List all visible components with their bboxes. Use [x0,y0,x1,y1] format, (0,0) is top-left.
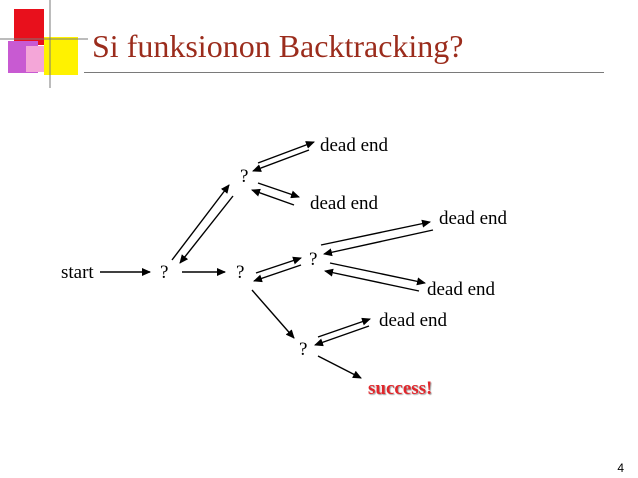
arrow-deadend2-back-to-qtop [251,188,295,206]
arrow-qmid-to-deadend4 [329,262,426,286]
arrow-deadend5-back-to-qbottom [314,325,370,347]
arrow-qtop-to-deadend1 [257,141,315,164]
node-dead-end-2: dead end [310,193,379,214]
arrow-qmid-back-to-q2 [253,264,302,283]
page-number: 4 [617,461,624,475]
title-divider [84,72,604,73]
arrow-deadend3-back-to-qmid [323,229,434,257]
node-q-bottom: ? [299,339,308,360]
arrow-q2-to-qmid [255,256,302,274]
node-q-mid: ? [309,249,318,270]
node-dead-end-5: dead end [379,310,448,331]
arrow-qmid-to-deadend3 [320,219,431,246]
arrow-deadend4-back-to-qmid [324,268,420,292]
arrow-deadend1-back-to-qtop [252,149,310,172]
arrow-qbottom-to-deadend5 [317,317,371,338]
arrow-q1-to-qtop [171,184,230,261]
node-q-top: ? [240,166,249,187]
slide-logo-icon [0,0,88,88]
arrow-qbottom-to-success [317,355,362,379]
arrow-qtop-back-to-q1 [179,195,234,264]
node-start: start [61,262,94,283]
arrow-q2-to-qbottom [251,289,295,339]
node-dead-end-3: dead end [439,208,508,229]
node-q1: ? [160,262,169,283]
node-success: success! [368,378,433,399]
node-dead-end-4: dead end [427,279,496,300]
arrow-qtop-to-deadend2 [257,182,300,199]
slide-title: Si funksionon Backtracking? [92,28,464,64]
node-dead-end-1: dead end [320,135,389,156]
node-q2: ? [236,262,245,283]
